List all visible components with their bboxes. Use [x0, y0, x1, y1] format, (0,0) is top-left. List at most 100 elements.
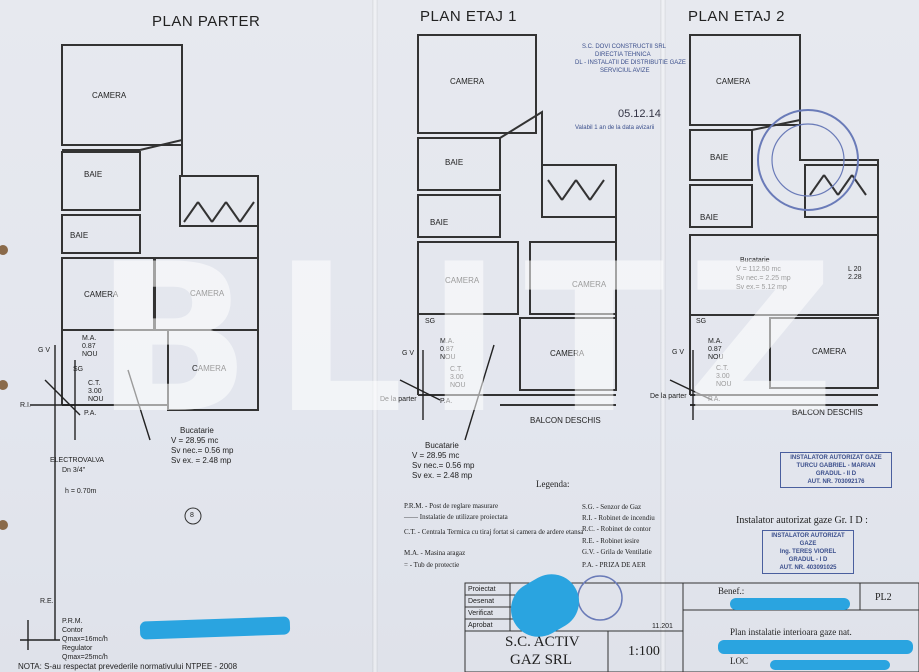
sg-label: SG — [425, 318, 436, 325]
gv-label: G V — [672, 349, 685, 356]
ma-nou: NOU — [440, 354, 456, 361]
ct-value: 3.00 — [450, 374, 464, 381]
sheet-number: 8 — [190, 512, 194, 519]
room-label: CAMERA — [192, 364, 227, 373]
de-la-parter: De la parter — [380, 396, 417, 403]
kitchen-sv-ex: Sv ex.= 5.12 mp — [736, 284, 787, 291]
kitchen-sv-nec: Sv nec.= 0.56 mp — [171, 446, 234, 455]
ct-label: C.T. — [450, 366, 463, 373]
kitchen-volume: V = 28.95 mc — [171, 436, 219, 445]
tb-scale: 1:100 — [628, 644, 660, 659]
kitchen-sv-ex: Sv ex. = 2.48 mp — [412, 471, 473, 480]
tb-date: 11.201 — [652, 623, 673, 630]
room-label: BAIE — [70, 231, 89, 240]
legend-item: M.A. - Masina aragaz — [404, 549, 466, 557]
legend-item: S.G. - Senzor de Gaz — [582, 503, 642, 511]
approval-valabil: Valabil 1 an de la data avizarii — [575, 125, 655, 131]
legend-item: R.E. - Robinet iesire — [582, 537, 640, 545]
approval-line: DIRECTIA TEHNICA — [595, 52, 651, 58]
kitchen-volume: V = 112.50 mc — [736, 266, 781, 273]
re-label: R.E. — [40, 598, 54, 605]
legend-item: C.T. - Centrala Termica cu tiraj fortat … — [404, 528, 584, 536]
plan-etaj1-title: PLAN ETAJ 1 — [420, 8, 517, 25]
dimension-mark: L 20 — [848, 266, 862, 273]
tb-aprobat: Aprobat — [468, 622, 493, 629]
ma-nou: NOU — [82, 351, 98, 358]
room-label: BAIE — [710, 153, 729, 162]
redaction-mark — [730, 598, 850, 610]
room-label: BAIE — [700, 213, 719, 222]
punch-hole — [0, 380, 8, 390]
ma-value: 0.87 — [440, 346, 454, 353]
qmax1-label: Qmax=16mc/h — [62, 636, 108, 643]
gv-label: G V — [38, 347, 51, 354]
ma-value: 0.87 — [708, 346, 722, 353]
pa-label: P.A. — [84, 410, 97, 417]
room-label: CAMERA — [84, 290, 119, 299]
ma-nou: NOU — [708, 354, 724, 361]
paper-fold — [372, 0, 378, 672]
room-label: CAMERA — [812, 347, 847, 356]
ct-label: C.T. — [88, 380, 101, 387]
contor-label: Contor — [62, 627, 84, 634]
ma-label: M.A. — [708, 338, 723, 345]
legend-item: R.I. - Robinet de incendiu — [582, 514, 655, 522]
room-label: CAMERA — [190, 289, 225, 298]
room-label: CAMERA — [572, 280, 607, 289]
sg-label: SG — [73, 366, 84, 373]
redaction-mark — [718, 640, 913, 654]
dimension-mark: 2.28 — [848, 274, 862, 281]
legend-item: P.R.M. - Post de reglare masurare — [404, 502, 499, 510]
kitchen-label: Bucatarie — [740, 257, 770, 264]
room-label: BAIE — [430, 218, 449, 227]
ct-label: C.T. — [716, 365, 729, 372]
room-label: BAIE — [445, 158, 464, 167]
ma-value: 0.87 — [82, 343, 96, 350]
room-label: CAMERA — [716, 77, 751, 86]
ct-nou: NOU — [716, 381, 732, 388]
pa-label: P.A. — [440, 398, 453, 405]
room-label: CAMERA — [445, 276, 480, 285]
kitchen-volume: V = 28.95 mc — [412, 451, 460, 460]
ri-label: R.I. — [20, 402, 31, 409]
legend-item: G.V. - Grila de Ventilatie — [582, 548, 652, 556]
approval-line: DL - INSTALATII DE DISTRIBUTIE GAZE — [575, 60, 686, 66]
gv-label: G V — [402, 350, 415, 357]
tb-desenat: Desenat — [468, 598, 495, 605]
tb-benef: Benef.: — [718, 586, 745, 596]
legend-item: = - Tub de protectie — [404, 561, 460, 569]
dn-label: Dn 3/4" — [62, 467, 86, 474]
tb-plan: Plan instalatie interioara gaze nat. — [730, 627, 852, 637]
room-label: CAMERA — [550, 349, 585, 358]
punch-hole — [0, 245, 8, 255]
qmax2-label: Qmax=25mc/h — [62, 654, 108, 661]
sg-label: SG — [696, 318, 707, 325]
tb-loc: LOC — [730, 656, 748, 666]
kitchen-label: Bucatarie — [425, 441, 459, 450]
approval-date: 05.12.14 — [618, 108, 661, 120]
ct-nou: NOU — [450, 382, 466, 389]
kitchen-sv-nec: Sv nec.= 0.56 mp — [412, 461, 475, 470]
room-label: CAMERA — [92, 91, 127, 100]
watermark: BLITZ — [95, 221, 857, 459]
tb-proiectat: Proiectat — [468, 586, 496, 593]
plan-etaj2-title: PLAN ETAJ 2 — [688, 8, 785, 25]
paper-fold — [660, 0, 666, 672]
punch-hole — [0, 520, 8, 530]
pa-label: P.A. — [708, 396, 721, 403]
ct-nou: NOU — [88, 396, 104, 403]
redaction-mark — [770, 660, 890, 670]
ct-value: 3.00 — [88, 388, 102, 395]
balcony-label: BALCON DESCHIS — [530, 416, 601, 425]
de-la-parter: De la parter — [650, 393, 687, 400]
kitchen-sv-nec: Sv nec.= 2.25 mp — [736, 275, 791, 282]
ct-value: 3.00 — [716, 373, 730, 380]
legend-item: P.A. - PRIZA DE AER — [582, 561, 646, 569]
tb-verificat: Verificat — [468, 610, 493, 617]
plan-parter-title: PLAN PARTER — [152, 13, 261, 30]
ma-label: M.A. — [440, 338, 455, 345]
